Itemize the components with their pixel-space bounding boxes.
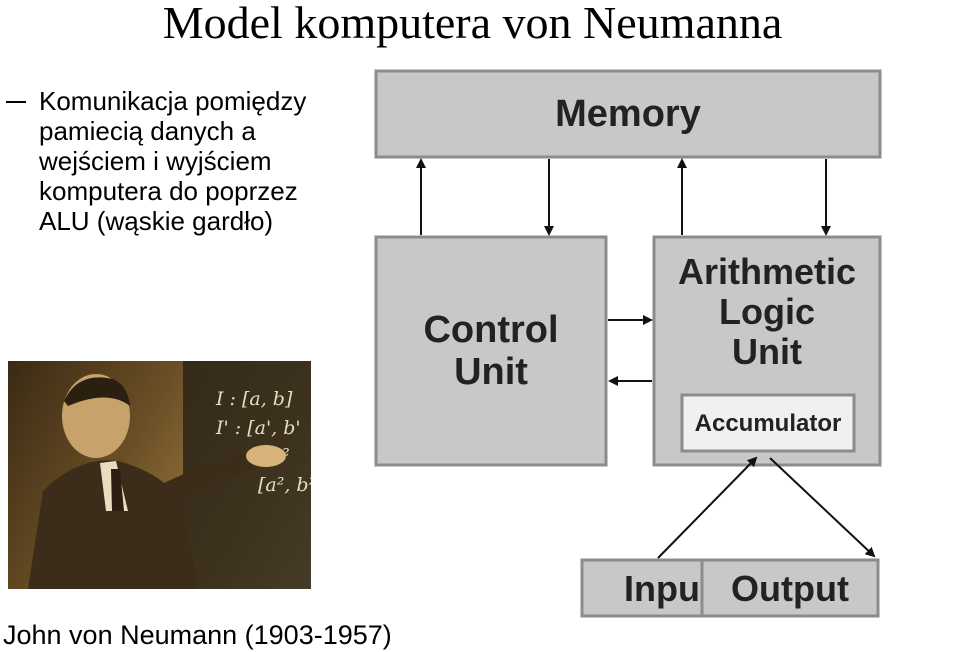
accumulator-box <box>680 393 856 453</box>
hair-shape <box>64 377 130 406</box>
board-line-2: I' : [a', b' <box>215 417 301 439</box>
alu-label-line-1: Arithmetic <box>678 251 856 292</box>
tie-shape <box>111 469 124 511</box>
arm-shape <box>158 453 253 511</box>
alu-label-line-3: Unit <box>732 331 802 372</box>
bullet-text: Komunikacja pomiędzy pamiecią danych a w… <box>39 86 307 236</box>
arrow-alu-to-output <box>769 457 876 558</box>
board-line-4: [a², b² <box>258 474 311 496</box>
suit-shape <box>28 460 198 589</box>
control-unit-label-line-1: Control <box>423 309 558 351</box>
hand-shape <box>246 445 286 467</box>
photo-caption: John von Neumann (1903-1957) <box>3 620 392 650</box>
bullet-dash <box>6 101 26 103</box>
memory-label: Memory <box>555 93 701 135</box>
bullet-point: Komunikacja pomiędzy pamiecią danych a w… <box>6 86 356 236</box>
accumulator-label: Accumulator <box>695 410 842 437</box>
input-label: Input <box>624 568 712 609</box>
board-line-1: I : [a, b] <box>215 388 293 410</box>
alu-label-line-2: Logic <box>719 291 815 332</box>
von-neumann-photo: I : [a, b] I' : [a', b' b² [a², b² <box>8 361 311 589</box>
page-title: Model komputera von Neumanna <box>162 0 783 48</box>
control-unit-box <box>374 235 608 467</box>
memory-box <box>374 69 882 159</box>
output-box <box>700 558 880 618</box>
photo-illustration: I : [a, b] I' : [a', b' b² [a², b² <box>28 361 311 589</box>
control-unit-label-line-2: Unit <box>454 351 528 393</box>
arrow-input-to-alu <box>657 456 758 559</box>
von-neumann-diagram: Memory Control Unit Arithmetic Logic Uni… <box>374 69 882 618</box>
output-label: Output <box>731 568 849 609</box>
